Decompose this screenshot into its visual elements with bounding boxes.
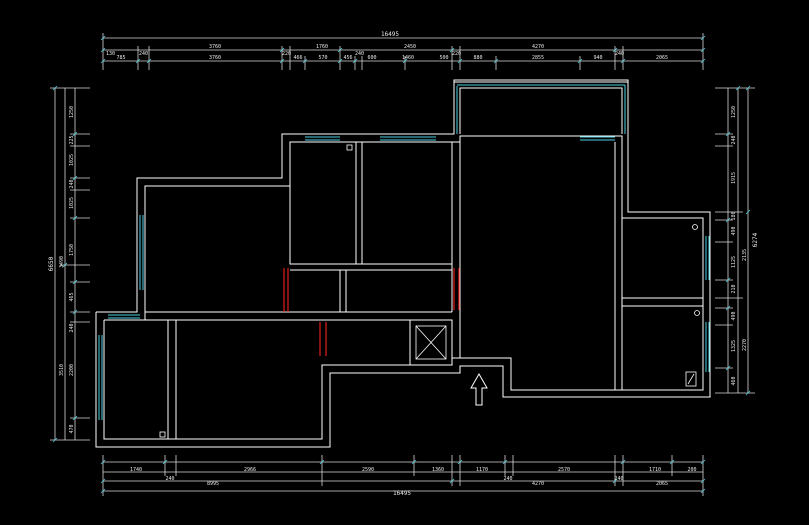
bottom-detail-dim-3: 2590 bbox=[362, 467, 374, 473]
top-detail-dim-5: 456 bbox=[343, 55, 352, 61]
drain-icon bbox=[692, 224, 698, 230]
right-detail-dim-10: 460 bbox=[731, 376, 737, 385]
top-small-dim-1: 130 bbox=[106, 51, 115, 57]
left-mid-dim-1: 3490 bbox=[59, 256, 65, 268]
dimension-ticks bbox=[52, 35, 751, 494]
top-mid-dim-2: 1760 bbox=[316, 44, 328, 50]
left-total-dim: 6650 bbox=[48, 256, 55, 271]
top-small-dim-6: 240 bbox=[615, 51, 624, 57]
bottom-dimension-texts: 1740 2966 2590 1360 1170 2570 1710 200 2… bbox=[130, 467, 697, 497]
floor-drain-icon bbox=[346, 144, 353, 151]
bottom-small-dim-3: 240 bbox=[614, 476, 623, 482]
top-dimension-texts: 16495 3760 1760 2450 4270 130 240 220 24… bbox=[106, 31, 668, 61]
bottom-detail-dim-7: 1710 bbox=[649, 467, 661, 473]
top-small-dim-5: 220 bbox=[452, 51, 461, 57]
right-detail-dim-1: 1250 bbox=[731, 106, 737, 118]
top-mid-dim-4: 4270 bbox=[532, 44, 544, 50]
entrance-arrow-icon bbox=[470, 372, 488, 406]
outer-wall-outline bbox=[95, 79, 711, 448]
left-detail-dim-3: 1025 bbox=[69, 154, 75, 166]
bottom-detail-dim-8: 200 bbox=[687, 467, 696, 473]
right-detail-dim-7: 210 bbox=[731, 284, 737, 293]
drain-icon-2 bbox=[694, 310, 700, 316]
bottom-mid-dim-2: 4270 bbox=[532, 481, 544, 487]
wall-bedroom-center bbox=[289, 141, 357, 265]
right-total-dim: 6274 bbox=[752, 232, 759, 247]
bottom-small-dim-1: 240 bbox=[165, 476, 174, 482]
right-detail-dim-5: 490 bbox=[731, 226, 737, 235]
balcony-frame bbox=[453, 81, 629, 134]
left-dimension-texts: 6650 3490 3510 1250 225 1025 240 1025 17… bbox=[48, 106, 75, 434]
balcony-frame-inner bbox=[459, 87, 623, 134]
top-detail-dim-11: 940 bbox=[593, 55, 602, 61]
top-detail-dim-10: 2855 bbox=[532, 55, 544, 61]
bottom-mid-dim-1: 8995 bbox=[207, 481, 219, 487]
bottom-detail-dim-4: 1360 bbox=[432, 467, 444, 473]
right-dimension-texts: 6274 2135 2270 1250 240 1915 180 490 112… bbox=[731, 106, 759, 386]
left-detail-dim-9: 2200 bbox=[69, 364, 75, 376]
left-detail-dim-8: 240 bbox=[69, 323, 75, 332]
top-mid-dim-3: 2450 bbox=[404, 44, 416, 50]
bottom-detail-dim-5: 1170 bbox=[476, 467, 488, 473]
inner-wall-outline bbox=[103, 135, 704, 440]
top-detail-dim-9: 880 bbox=[473, 55, 482, 61]
dimension-lines bbox=[50, 33, 755, 496]
right-mid-dim-1: 2135 bbox=[742, 249, 748, 261]
left-detail-dim-7: 465 bbox=[69, 292, 75, 301]
left-mid-dim-2: 3510 bbox=[59, 364, 65, 376]
top-mid-dim-1: 3760 bbox=[209, 44, 221, 50]
top-small-dim-3: 220 bbox=[282, 51, 291, 57]
top-small-dim-4: 240 bbox=[355, 51, 364, 57]
top-detail-dim-2: 3760 bbox=[209, 55, 221, 61]
right-mid-dim-2: 2270 bbox=[742, 339, 748, 351]
top-detail-dim-3: 466 bbox=[293, 55, 302, 61]
right-detail-dim-3: 1915 bbox=[731, 172, 737, 184]
top-detail-dim-12: 2065 bbox=[656, 55, 668, 61]
left-detail-dim-2: 225 bbox=[69, 135, 75, 144]
fixtures bbox=[159, 144, 700, 438]
right-detail-dim-4: 180 bbox=[731, 211, 737, 220]
left-detail-dim-1: 1250 bbox=[69, 106, 75, 118]
right-detail-dim-2: 240 bbox=[731, 135, 737, 144]
stairwell-cross-icon bbox=[415, 325, 447, 360]
bottom-total-dim: 16495 bbox=[393, 490, 411, 497]
walls bbox=[95, 79, 711, 448]
wall-bedroom-center2 bbox=[361, 141, 453, 265]
top-detail-dim-8: 500 bbox=[439, 55, 448, 61]
top-detail-dim-7: 1460 bbox=[402, 55, 414, 61]
bottom-detail-dim-2: 2966 bbox=[244, 467, 256, 473]
bottom-detail-dim-1: 1740 bbox=[130, 467, 142, 473]
top-detail-dim-6: 600 bbox=[367, 55, 376, 61]
doors bbox=[283, 268, 460, 356]
floor-drain-icon-2 bbox=[159, 431, 166, 438]
right-detail-dim-6: 1125 bbox=[731, 256, 737, 268]
bottom-detail-dim-6: 2570 bbox=[558, 467, 570, 473]
top-detail-dim-1: 785 bbox=[116, 55, 125, 61]
top-total-dim: 16495 bbox=[381, 31, 399, 38]
top-detail-dim-4: 570 bbox=[318, 55, 327, 61]
right-detail-dim-8: 490 bbox=[731, 311, 737, 320]
left-detail-dim-4: 240 bbox=[69, 179, 75, 188]
bottom-mid-dim-3: 2065 bbox=[656, 481, 668, 487]
right-detail-dim-9: 1325 bbox=[731, 340, 737, 352]
left-detail-dim-6: 1750 bbox=[69, 244, 75, 256]
stairwell-box bbox=[409, 319, 453, 366]
top-small-dim-2: 240 bbox=[139, 51, 148, 57]
left-detail-dim-5: 1025 bbox=[69, 197, 75, 209]
bottom-small-dim-2: 240 bbox=[503, 476, 512, 482]
shower-icon bbox=[685, 371, 697, 387]
windows bbox=[98, 84, 710, 420]
left-detail-dim-10: 470 bbox=[69, 424, 75, 433]
